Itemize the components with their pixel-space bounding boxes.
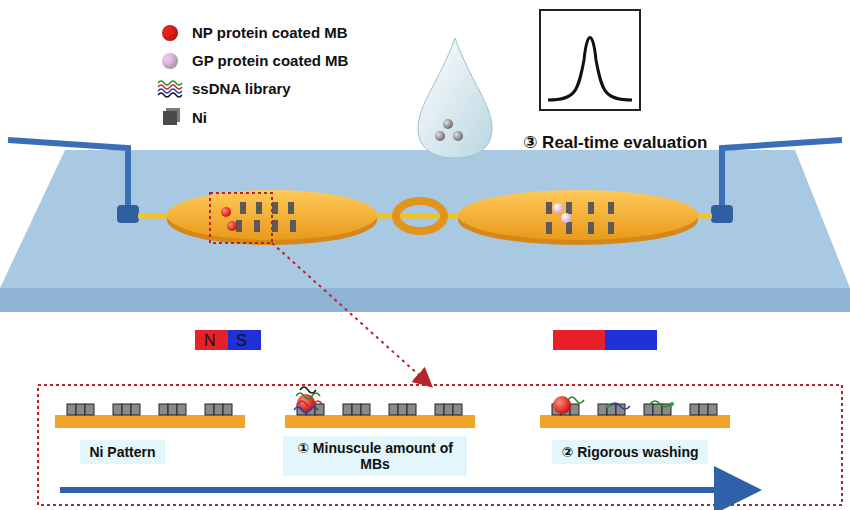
step-label-box: Ni Pattern	[80, 440, 165, 464]
step-label: Ni Pattern	[89, 444, 155, 460]
step-label-box: ② Rigorous washing	[552, 440, 708, 464]
legend-text: NP protein coated MB	[192, 24, 348, 42]
step-label-box: ① Minuscule amount of MBs	[283, 436, 467, 476]
legend-text: GP protein coated MB	[192, 52, 348, 70]
ssdna-swatch	[157, 78, 183, 100]
legend-text: ssDNA library	[192, 80, 291, 98]
magnet-pole: S	[236, 331, 247, 351]
legend-text: Ni	[192, 109, 207, 127]
magnet-pole: N	[204, 331, 216, 351]
bead-swatch	[162, 25, 178, 41]
ni-swatch	[163, 111, 177, 125]
step-caption: ③ Real-time evaluation	[523, 133, 707, 153]
step-label: ① Minuscule amount of MBs	[297, 440, 453, 472]
step-label: ② Rigorous washing	[561, 444, 698, 460]
bead-swatch	[162, 53, 178, 69]
